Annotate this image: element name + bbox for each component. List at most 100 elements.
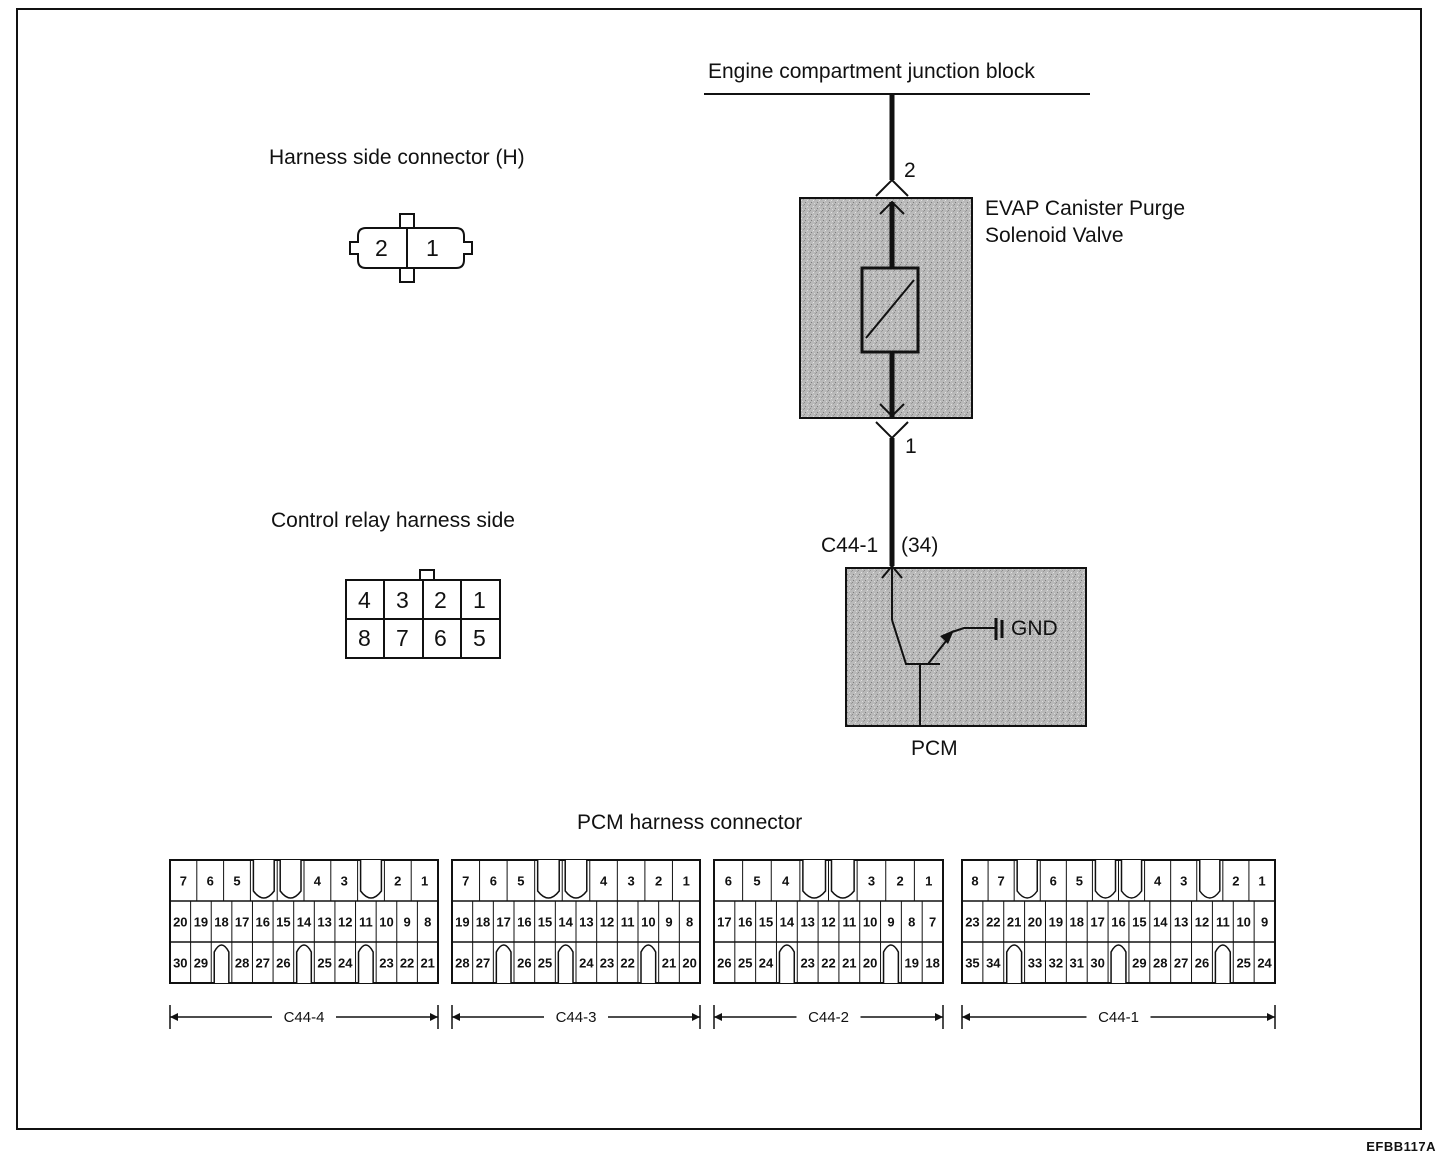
relay-pin: 1 — [473, 587, 486, 613]
solenoid-coil-diagonal — [865, 279, 915, 339]
gnd-label: GND — [1011, 617, 1058, 640]
connector-pin-label: 4 — [782, 874, 790, 889]
connector-pin-label: 12 — [338, 915, 352, 930]
connector-pin-label: 17 — [235, 915, 249, 930]
connector-pin-label: 21 — [662, 956, 676, 971]
connector-pin-label: 9 — [887, 915, 894, 930]
connector-pin-label: 9 — [1261, 915, 1268, 930]
connector-pin-label: 13 — [1174, 915, 1188, 930]
pcm-box — [845, 567, 1087, 727]
connector-key-notch — [536, 860, 560, 899]
figure-code: EFBB117A — [1366, 1139, 1436, 1154]
connector-pin-label: 6 — [490, 874, 497, 889]
connector-pin-label: 7 — [998, 874, 1005, 889]
connector-pin-label: 3 — [341, 874, 348, 889]
connector-pin-label: 1 — [421, 874, 428, 889]
control-relay-title: Control relay harness side — [271, 509, 515, 532]
pin-1-chevron — [875, 421, 909, 440]
connector-pin-label: 31 — [1070, 956, 1084, 971]
connector-pin-label: 16 — [1111, 915, 1125, 930]
connector-pin-label: 14 — [1153, 915, 1168, 930]
connector-pin-label: 33 — [1028, 956, 1042, 971]
connector-pin-label: 24 — [1257, 956, 1272, 971]
connector-pin-label: 9 — [403, 915, 410, 930]
connector-pin-label: 5 — [1076, 874, 1083, 889]
connector-pin-label: 9 — [665, 915, 672, 930]
connector-pin-label: 1 — [1258, 874, 1265, 889]
connector-pin-label: 12 — [1195, 915, 1209, 930]
connector-pin-label: 5 — [233, 874, 240, 889]
connector-pin-label: 20 — [682, 956, 696, 971]
relay-pin: 8 — [358, 625, 371, 651]
connector-pin-label: 28 — [1153, 956, 1167, 971]
connector-pin-label: 22 — [986, 915, 1000, 930]
diagram-frame — [16, 8, 1422, 1130]
connector-pin-label: 22 — [821, 956, 835, 971]
connector-key-notch — [830, 860, 855, 899]
pcm-label: PCM — [911, 737, 958, 760]
connector-pin-label: 6 — [1050, 874, 1057, 889]
connector-pin-label: 14 — [297, 915, 312, 930]
connector-pin-label: 29 — [194, 956, 208, 971]
connector-pin-label: 18 — [476, 915, 490, 930]
connector-key-notch — [1120, 860, 1143, 899]
connector-pin-label: 21 — [1007, 915, 1021, 930]
connector-pin-label: 11 — [1216, 915, 1230, 930]
connector-key-notch — [295, 944, 313, 983]
connector-pin-label: 11 — [842, 915, 856, 930]
connector-name-label: C44-3 — [556, 1009, 597, 1026]
connector-pin-label: 16 — [738, 915, 752, 930]
connector-pin-label: 21 — [420, 956, 434, 971]
connector-pin-label: 7 — [180, 874, 187, 889]
connector-pin-label: 26 — [1195, 956, 1209, 971]
connector-pin-label: 17 — [496, 915, 510, 930]
connector-pin-label: 2 — [394, 874, 401, 889]
connector-pin-label: 13 — [800, 915, 814, 930]
relay-pin: 3 — [396, 587, 409, 613]
connector-pin-label: 23 — [600, 956, 614, 971]
junction-block-label: Engine compartment junction block — [708, 60, 1035, 83]
connector-pin-label: 8 — [971, 874, 978, 889]
pin-bottom-label: 1 — [905, 435, 917, 458]
connector-key-notch — [1199, 860, 1221, 899]
connector-pin-label: 13 — [317, 915, 331, 930]
connector-key-notch — [557, 944, 574, 983]
pin-2-chevron — [875, 178, 909, 197]
connector-pin-label: 14 — [780, 915, 795, 930]
connector-pin-label: 17 — [717, 915, 731, 930]
connector-pin-label: 8 — [424, 915, 431, 930]
solenoid-label-line2: Solenoid Valve — [985, 224, 1124, 247]
connector-pin-label: 10 — [379, 915, 393, 930]
connector-pin-label: 29 — [1132, 956, 1146, 971]
connector-pin-label: 25 — [538, 956, 552, 971]
connector-key-notch — [1094, 860, 1117, 899]
connector-pin-label: 34 — [986, 956, 1001, 971]
connector-pin-label: 3 — [1180, 874, 1187, 889]
connector-name-label: C44-1 — [1098, 1009, 1139, 1026]
connector-pin-label: 19 — [905, 956, 919, 971]
relay-pin: 4 — [358, 587, 371, 613]
connector-pin-label: 23 — [800, 956, 814, 971]
connector-pin-label: 25 — [317, 956, 331, 971]
relay-pin: 6 — [434, 625, 447, 651]
pcm-connector-title: PCM harness connector — [577, 811, 803, 834]
connector-pin-label: 23 — [379, 956, 393, 971]
connector-pin-label: 19 — [1049, 915, 1063, 930]
connector-pin-label: 25 — [738, 956, 752, 971]
connector-pin-label: 26 — [717, 956, 731, 971]
connector-pin-label: 22 — [400, 956, 414, 971]
connector-pin-label: 20 — [173, 915, 187, 930]
connector-pin-label: 27 — [476, 956, 490, 971]
connector-pin-label: 15 — [538, 915, 552, 930]
connector-key-notch — [640, 944, 657, 983]
connector-pin-label: 19 — [455, 915, 469, 930]
connector-pin-label: 1 — [925, 874, 932, 889]
connector-pin-label: 32 — [1049, 956, 1063, 971]
connector-pin-label: 10 — [641, 915, 655, 930]
connector-pin-label: 30 — [173, 956, 187, 971]
